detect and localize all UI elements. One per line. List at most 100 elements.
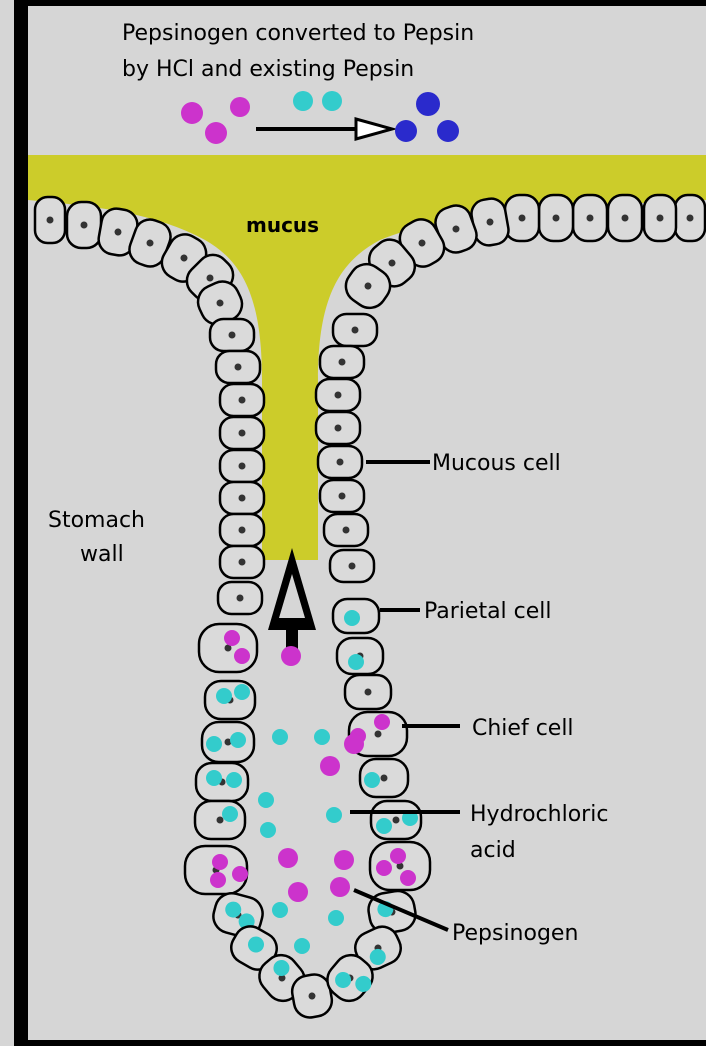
- cell-nucleus: [239, 463, 246, 470]
- cell-nucleus: [393, 817, 400, 824]
- cell-nucleus: [622, 215, 629, 222]
- cell-nucleus: [375, 731, 382, 738]
- hcl-particle: [326, 807, 342, 823]
- hcl-particle: [376, 818, 392, 834]
- cell-nucleus: [365, 689, 372, 696]
- hcl-particle: [206, 770, 222, 786]
- pepsinogen-particle: [334, 850, 354, 870]
- mucous-cell: [324, 514, 368, 546]
- hcl-particle: [258, 792, 274, 808]
- parietal-cell: [195, 801, 245, 839]
- cell-nucleus: [335, 392, 342, 399]
- parietal-cell: [202, 722, 254, 762]
- cell-nucleus: [239, 495, 246, 502]
- parietal-cell: [196, 763, 248, 801]
- cell-nucleus: [235, 364, 242, 371]
- mucous-cell: [218, 582, 262, 614]
- hcl-particle: [216, 688, 232, 704]
- cell-nucleus: [81, 222, 88, 229]
- hcl-particle: [364, 772, 380, 788]
- mucous-cell: [316, 412, 360, 444]
- cell-nucleus: [337, 459, 344, 466]
- mucous-cell: [220, 417, 264, 449]
- pepsinogen-particle: [344, 734, 364, 754]
- pepsinogen-particle: [210, 872, 226, 888]
- pepsinogen-particle: [376, 860, 392, 876]
- cell-nucleus: [239, 527, 246, 534]
- pepsinogen-particle: [330, 877, 350, 897]
- parietal-cell: [371, 801, 421, 839]
- pepsinogen-particle: [288, 882, 308, 902]
- pepsinogen-label: Pepsinogen: [452, 921, 578, 946]
- hcl-particle: [226, 772, 242, 788]
- mucous-cell: [333, 314, 377, 346]
- cell-nucleus: [229, 332, 236, 339]
- mucous-cell: [318, 446, 362, 478]
- parietal-cell: [333, 599, 379, 633]
- mucous-cell-label: Mucous cell: [432, 451, 561, 476]
- mucous-cell: [505, 195, 539, 241]
- title-line-1: Pepsinogen converted to Pepsin: [122, 21, 474, 46]
- hcl-particle: [348, 654, 364, 670]
- mucous-cell: [220, 384, 264, 416]
- mucous-cell: [345, 675, 391, 709]
- hcl-particle: [314, 729, 330, 745]
- cell-nucleus: [519, 215, 526, 222]
- cell-nucleus: [217, 817, 224, 824]
- hcl-particle: [260, 822, 276, 838]
- mucous-cell: [220, 546, 264, 578]
- pepsinogen-particle: [390, 848, 406, 864]
- mucous-cell: [644, 195, 676, 241]
- mucous-cell: [320, 480, 364, 512]
- bottom-frame-bar: [14, 1040, 706, 1046]
- pepsinogen-particle: [232, 866, 248, 882]
- cell-nucleus: [239, 430, 246, 437]
- mucous-cell: [220, 514, 264, 546]
- mucous-cell: [210, 319, 254, 351]
- cell-nucleus: [687, 215, 694, 222]
- parietal-cell: [205, 681, 255, 719]
- mucus-label: mucus: [246, 213, 319, 237]
- hcl-particle: [234, 684, 250, 700]
- cell-nucleus: [47, 217, 54, 224]
- mucous-cell: [320, 346, 364, 378]
- cell-nucleus: [237, 595, 244, 602]
- cell-nucleus: [587, 215, 594, 222]
- hydrochloric-acid-label-1: Hydrochloric: [470, 802, 608, 827]
- stomach-wall-label-2: wall: [80, 542, 124, 567]
- hcl-particle: [344, 610, 360, 626]
- chief-cell: [199, 624, 257, 672]
- cell-nucleus: [239, 559, 246, 566]
- mucous-cell: [608, 195, 642, 241]
- hcl-particle: [294, 938, 310, 954]
- stomach-wall-label-1: Stomach: [48, 508, 145, 533]
- mucous-cell: [35, 197, 65, 243]
- pepsinogen-particle: [212, 854, 228, 870]
- parietal-cell-label: Parietal cell: [424, 599, 552, 624]
- mucous-cell: [216, 351, 260, 383]
- cell-nucleus: [335, 425, 342, 432]
- parietal-cell: [360, 759, 408, 797]
- pepsinogen-particle: [278, 848, 298, 868]
- mucous-cell: [67, 202, 101, 248]
- pepsinogen-particle: [320, 756, 340, 776]
- chief-cell: [185, 846, 248, 894]
- cell-nucleus: [339, 359, 346, 366]
- cell-nucleus: [657, 215, 664, 222]
- hcl-particle: [272, 729, 288, 745]
- hcl-particle: [272, 902, 288, 918]
- hcl-particle: [206, 736, 222, 752]
- mucous-cell: [220, 450, 264, 482]
- mucous-cell: [675, 195, 705, 241]
- mucous-cell: [330, 550, 374, 582]
- top-frame-bar: [14, 0, 706, 6]
- hcl-particle: [230, 732, 246, 748]
- parietal-cell: [337, 638, 383, 674]
- cell-nucleus: [381, 775, 388, 782]
- title-line-2: by HCl and existing Pepsin: [122, 57, 414, 82]
- pepsinogen-particle: [400, 870, 416, 886]
- cell-nucleus: [239, 397, 246, 404]
- mucous-cell: [220, 482, 264, 514]
- pepsinogen-particle: [234, 648, 250, 664]
